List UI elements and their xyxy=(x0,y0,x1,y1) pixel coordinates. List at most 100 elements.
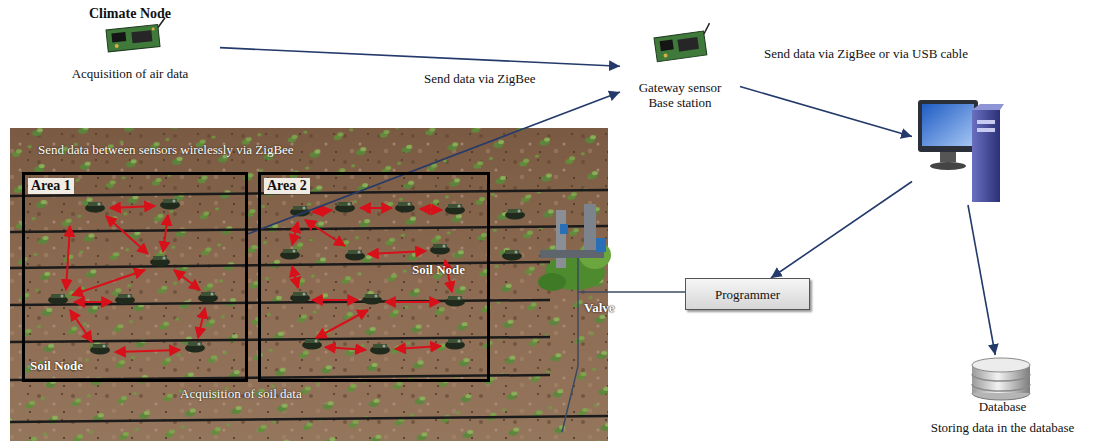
connector-arrow xyxy=(248,92,620,234)
computer-icon xyxy=(972,110,1000,202)
field-photo xyxy=(420,209,442,210)
computer-icon xyxy=(930,162,966,170)
programmer-box: Programmer xyxy=(685,278,810,310)
box-label: Programmer xyxy=(715,287,780,302)
field-photo xyxy=(198,292,218,303)
field-photo xyxy=(10,128,611,441)
field-photo xyxy=(325,347,366,350)
field-photo xyxy=(66,226,70,290)
field-photo xyxy=(90,344,110,355)
field-photo xyxy=(10,128,608,441)
database-icon xyxy=(972,358,1030,400)
field-photo xyxy=(360,207,392,209)
field-photo xyxy=(198,308,205,338)
field-photo xyxy=(505,209,525,220)
field-photo xyxy=(395,346,441,349)
field-photo xyxy=(370,344,390,355)
field-photo xyxy=(106,216,148,254)
field-photo xyxy=(312,210,332,212)
area-box: Area 2 xyxy=(258,172,490,382)
field-photo xyxy=(10,128,608,441)
field-photo xyxy=(10,190,608,422)
field-photo xyxy=(10,128,608,441)
edge-label: Send data via ZigBee xyxy=(422,71,538,86)
field-photo xyxy=(368,251,426,254)
field-photo xyxy=(10,226,608,232)
field-photo xyxy=(280,249,300,260)
node-caption: Storing data in the database xyxy=(905,420,1100,435)
field-photo xyxy=(48,294,68,305)
photo-label: Valve xyxy=(584,300,615,315)
field-photo xyxy=(335,202,355,213)
field-photo xyxy=(174,270,200,290)
field-photo xyxy=(385,301,440,303)
gateway-board xyxy=(703,23,711,34)
field-photo xyxy=(305,220,345,246)
climate-board xyxy=(105,18,168,52)
field-photo xyxy=(292,222,298,245)
climate-node: Climate NodeAcquisition of air data xyxy=(40,6,220,81)
field-photo xyxy=(345,250,365,261)
gateway-board xyxy=(653,23,714,62)
database-node: DatabaseStoring data in the database xyxy=(905,355,1100,435)
field-photo xyxy=(560,224,568,234)
database-icon xyxy=(972,374,1030,381)
field-photo xyxy=(445,296,465,307)
field-photo xyxy=(85,202,105,213)
area-title: Area 1 xyxy=(28,178,74,194)
field-photo xyxy=(115,350,180,352)
node-caption: Gateway sensor Base station xyxy=(630,80,730,110)
field-photo xyxy=(302,339,322,350)
area-box: Area 1 xyxy=(22,172,248,382)
computer-icon xyxy=(977,120,995,124)
field-photo xyxy=(312,299,358,301)
computer-icon xyxy=(977,128,995,132)
database-icon xyxy=(972,384,1030,391)
field-photo xyxy=(70,310,92,342)
field-photo xyxy=(150,256,170,267)
field-photo xyxy=(10,300,550,305)
field-photo xyxy=(540,250,604,258)
field-photo xyxy=(290,292,310,303)
computer-icon xyxy=(922,104,974,146)
field-photo xyxy=(556,210,566,268)
field-photo xyxy=(292,266,298,288)
computer-icon xyxy=(940,152,956,162)
database-icon xyxy=(972,358,1030,372)
area-title: Area 2 xyxy=(264,178,310,194)
climate-board xyxy=(115,44,119,48)
field-photo xyxy=(596,238,606,252)
node-title: Climate Node xyxy=(40,6,220,22)
climate-board xyxy=(111,32,126,42)
field-photo xyxy=(316,310,368,338)
gateway-board xyxy=(654,31,707,62)
gateway-board xyxy=(663,53,668,58)
field-photo xyxy=(445,204,465,215)
field-photo xyxy=(110,206,155,208)
node-title: Database xyxy=(905,399,1100,414)
field-photo xyxy=(163,215,168,252)
climate-board xyxy=(131,30,152,43)
field-photo xyxy=(430,244,450,255)
node-caption: Acquisition of air data xyxy=(40,66,220,81)
field-photo xyxy=(538,273,566,291)
connector-arrow xyxy=(740,86,912,136)
valve-wire xyxy=(578,291,685,293)
gateway-board xyxy=(677,37,698,52)
gateway-board xyxy=(660,39,674,51)
field-photo xyxy=(72,270,145,295)
field-photo xyxy=(115,294,135,305)
valve-wire xyxy=(577,258,579,366)
field-photo xyxy=(445,339,465,350)
computer-node xyxy=(912,95,1004,205)
computer-icon xyxy=(918,100,978,152)
field-photo xyxy=(502,250,522,261)
field-photo xyxy=(362,294,382,305)
field-photo xyxy=(160,199,180,210)
field-photo: Send data between sensors wirelessly via… xyxy=(10,128,608,441)
field-photo xyxy=(185,342,205,353)
field-photo xyxy=(584,204,596,256)
photo-label: Soil Node xyxy=(412,262,465,277)
computer-icon xyxy=(918,100,1004,202)
